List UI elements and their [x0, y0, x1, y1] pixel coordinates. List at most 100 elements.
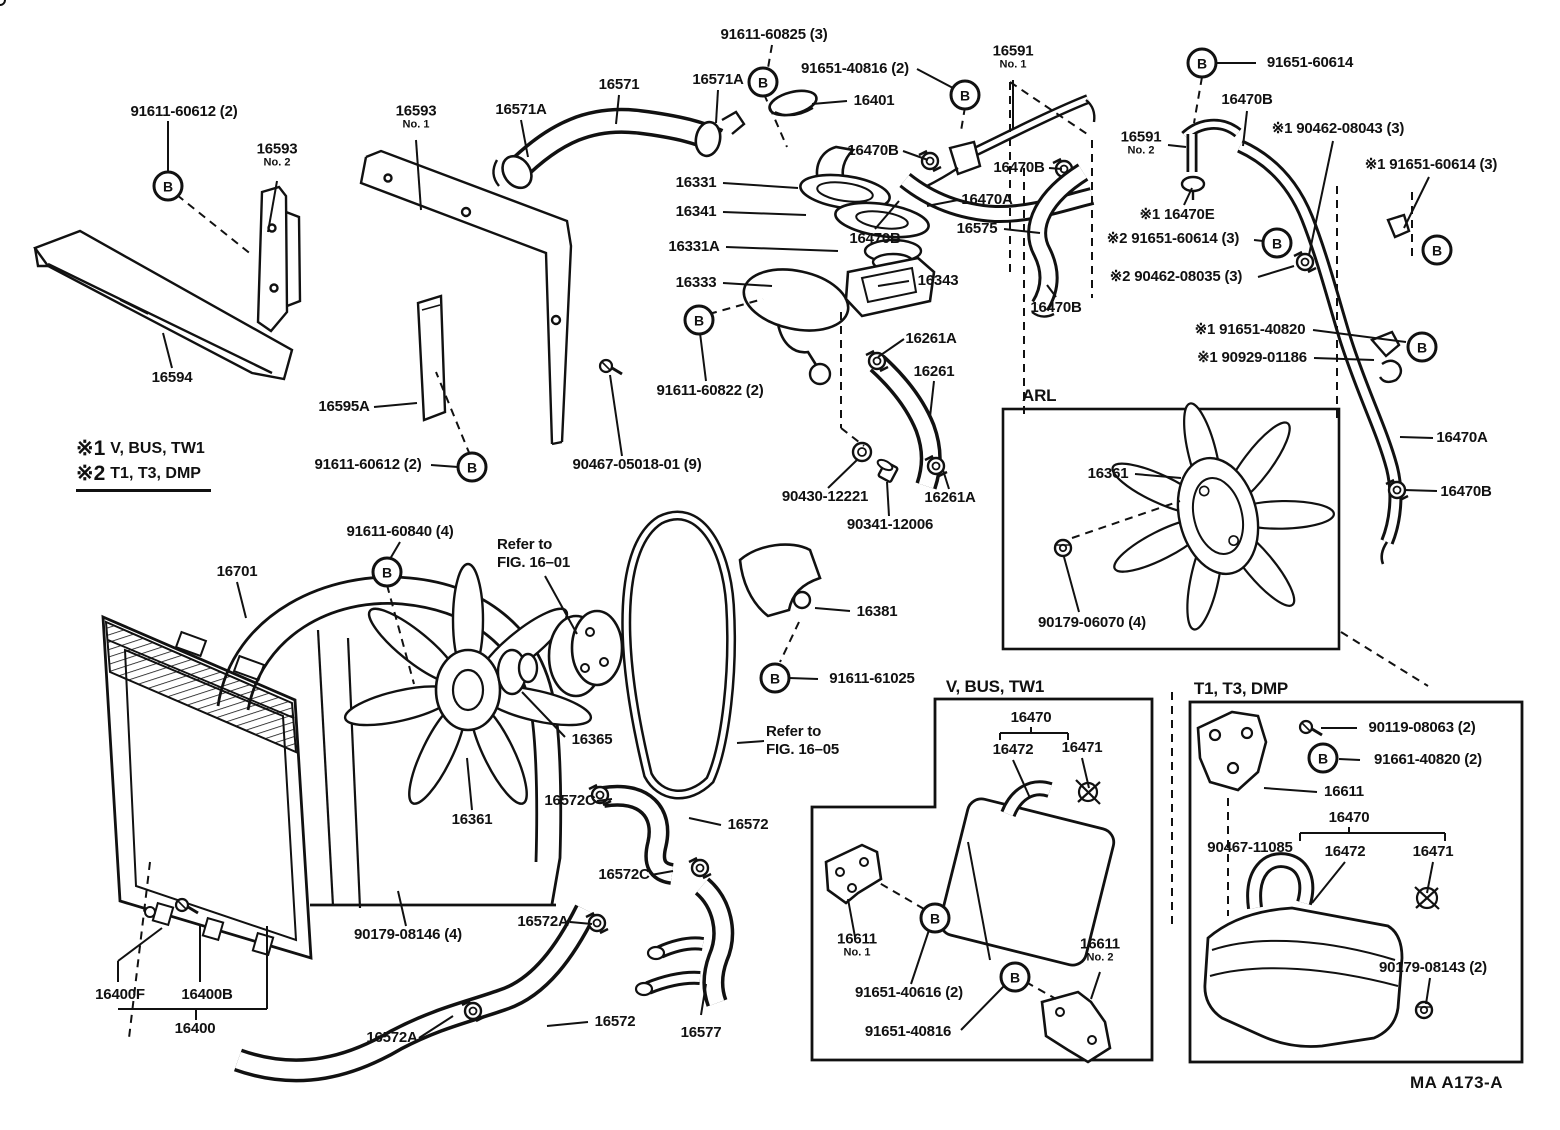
part-label-90179-06070-4--45: 90179-06070 (4) — [1038, 614, 1146, 632]
leader-line-104 — [840, 427, 865, 447]
leader-line-57 — [466, 757, 473, 811]
leader-line-81 — [1081, 757, 1090, 789]
bracket-16611-no1 — [824, 843, 883, 905]
part-label-90430-12221-27: 90430-12221 — [781, 488, 869, 506]
bolt-marker-B-2: B — [683, 304, 715, 336]
part-label-16261-26: 16261 — [913, 363, 955, 381]
bolt-marker-B-8: B — [1406, 331, 1438, 363]
part-label-16577-66: 16577 — [680, 1024, 722, 1042]
part-label-16261A-29: 16261A — [924, 489, 976, 507]
part-label-91611-60840-4--46: 91611-60840 (4) — [346, 523, 454, 541]
part-label-FIG-16-01-48: FIG. 16–01 — [497, 554, 571, 572]
part-label-90467-05018-01-9--30: 90467-05018-01 (9) — [572, 456, 702, 474]
part-label-90341-12006-28: 90341-12006 — [846, 516, 934, 534]
leader-line-90 — [1263, 787, 1318, 793]
hose-16472-t1 — [1246, 852, 1315, 910]
part-label-16572A-59: 16572A — [517, 913, 569, 931]
bolt-marker-B-6: B — [1261, 227, 1293, 259]
leader-line-100 — [1009, 81, 1091, 137]
leader-line-48 — [1403, 489, 1438, 492]
part-label-16470-68: 16470 — [1010, 709, 1052, 727]
part-label-16571-7: 16571 — [598, 76, 640, 94]
part-label-suffix: No. 1 — [843, 946, 871, 959]
leader-line-64 — [650, 870, 674, 876]
part-label-90467-11085-80: 90467-11085 — [1207, 839, 1293, 857]
part-label-91651-40816-2--10: 91651-40816 (2) — [801, 60, 909, 78]
leader-line-74 — [546, 1021, 589, 1027]
part-label-16594-3: 16594 — [151, 369, 193, 387]
leader-line-33 — [886, 481, 890, 517]
leader-line-54 — [544, 575, 578, 635]
figure-code: MA A173-A — [1410, 1073, 1503, 1092]
part-label-T1-T3-DMP-75: T1, T3, DMP — [1193, 679, 1289, 699]
part-label-16261A-25: 16261A — [905, 330, 957, 348]
upper-hose-16571 — [492, 107, 746, 190]
part-label-16701-49: 16701 — [216, 563, 258, 581]
leader-line-86 — [1025, 981, 1057, 1000]
leader-line-47 — [1399, 436, 1434, 439]
part-label-16572-65: 16572 — [594, 1013, 636, 1031]
part-label-91651-40816-73: 91651-40816 — [864, 1023, 952, 1041]
part-label-suffix: No. 2 — [263, 156, 291, 169]
leader-line-28 — [708, 298, 764, 315]
bolt-marker-B-4: B — [949, 79, 981, 111]
fan-spacer-16365 — [496, 648, 539, 696]
part-label-16572A-64: 16572A — [366, 1029, 418, 1047]
arl-fan-16361 — [1106, 399, 1336, 634]
part-label--1-91651-60614-3--35: ※1 91651-60614 (3) — [1364, 156, 1498, 174]
leader-line-4 — [162, 332, 173, 369]
legend-row-1: ※1 V, BUS, TW1 — [76, 436, 205, 461]
leader-line-60 — [788, 677, 819, 680]
pipe-16470a-long — [1236, 139, 1411, 565]
legend-symbol-1: ※1 — [76, 437, 106, 460]
part-label-91611-60822-2--24: 91611-60822 (2) — [656, 382, 764, 400]
leader-line-34 — [942, 469, 950, 490]
part-label-Refer-to-54: Refer to — [766, 723, 822, 741]
hose-16470a-mid — [899, 172, 1095, 224]
part-label-91611-61025-53: 91611-61025 — [829, 670, 915, 688]
part-label-16471-70: 16471 — [1061, 739, 1103, 757]
part-label-16470A-15: 16470A — [961, 191, 1013, 209]
bolt-marker-B-11: B — [919, 902, 951, 934]
leader-line-82 — [847, 898, 856, 938]
part-label-16611-78: 16611 — [1324, 783, 1364, 801]
leader-line-53 — [386, 584, 415, 685]
grommet-90430-12221 — [851, 441, 873, 463]
hose-16572-lower — [233, 904, 597, 1083]
part-label--1-90929-01186-40: ※1 90929-01186 — [1197, 349, 1307, 367]
leader-line-80 — [1012, 759, 1031, 799]
leader-line-109 — [1340, 631, 1429, 687]
leader-line-44 — [1257, 265, 1295, 278]
leader-line-45 — [1312, 329, 1407, 343]
leader-line-107 — [128, 861, 151, 1039]
leader-line-22 — [1046, 284, 1057, 298]
bracket-16381 — [738, 543, 822, 618]
leader-line-63 — [688, 817, 722, 826]
leader-line-35 — [609, 374, 623, 457]
lower-support-16594 — [33, 229, 294, 381]
leader-line-66 — [397, 890, 407, 927]
hose-16575 — [1027, 163, 1089, 318]
part-label-16400B-62: 16400B — [181, 986, 233, 1004]
part-label--2-91651-60614-3--37: ※2 91651-60614 (3) — [1106, 230, 1240, 248]
part-label-16595A-4: 16595A — [318, 398, 370, 416]
leader-line-9 — [615, 94, 620, 125]
part-label--1-16470E-36: ※1 16470E — [1139, 206, 1215, 224]
part-label-16572-57: 16572 — [727, 816, 769, 834]
part-label-suffix: No. 2 — [1086, 951, 1114, 964]
part-label-16365-50: 16365 — [571, 731, 613, 749]
part-label-ARL-43: ARL — [1022, 386, 1057, 406]
part-label-90119-08063-2--76: 90119-08063 (2) — [1368, 719, 1476, 737]
part-label-16400F-61: 16400F — [95, 986, 145, 1004]
inlet-16343 — [844, 256, 936, 318]
part-label-16470B-13: 16470B — [847, 142, 899, 160]
leader-line-73 — [418, 1015, 454, 1039]
leader-line-59 — [779, 621, 800, 663]
legend-row-2: ※2 T1, T3, DMP — [76, 461, 205, 486]
part-label-91651-40616-2--72: 91651-40616 (2) — [855, 984, 963, 1002]
part-label-91611-60612-2--5: 91611-60612 (2) — [314, 456, 422, 474]
